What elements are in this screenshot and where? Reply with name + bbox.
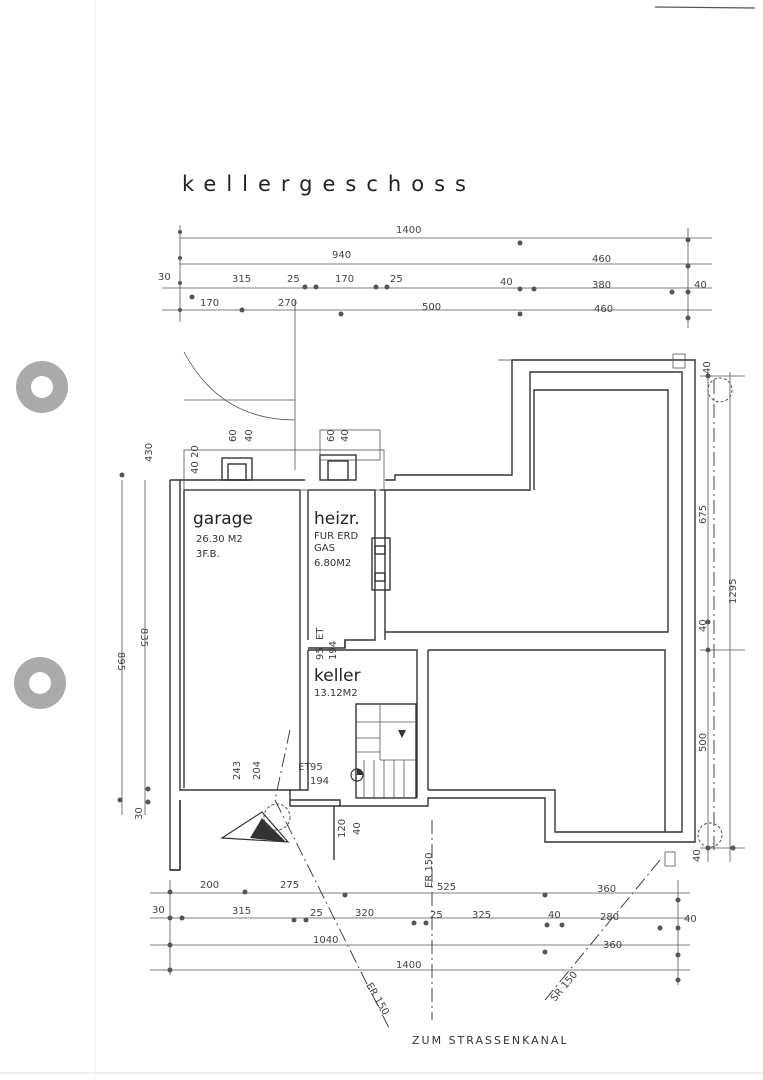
svg-text:40: 40 [340, 429, 351, 442]
dim-top-40b: 40 [694, 280, 707, 291]
building-walls [169, 359, 696, 871]
dim-left-895: 895 [115, 652, 126, 671]
dim-right-500: 500 [698, 733, 709, 752]
dim-left-204: 204 [252, 761, 263, 780]
dim-bottom-315: 315 [232, 906, 251, 917]
dim-bottom-320: 320 [355, 908, 374, 919]
dim-top-940: 940 [332, 250, 351, 261]
dim-top-315: 315 [232, 274, 251, 285]
room-keller-area: 13.12M2 [314, 688, 358, 699]
plan-title: kellergeschoss [182, 172, 476, 196]
bottom-dimensions [150, 880, 690, 985]
dim-left-243: 243 [232, 761, 243, 780]
punch-hole-top-inner [31, 376, 53, 398]
dim-right-40c: 40 [692, 849, 703, 862]
dim-top-460b: 460 [594, 304, 613, 315]
svg-text:40: 40 [190, 461, 201, 474]
svg-text:40: 40 [352, 822, 363, 835]
north-arrow-icon [220, 811, 290, 843]
room-garage-floor: 3F.B. [196, 549, 220, 560]
dim-bottom-360: 360 [597, 884, 616, 895]
svg-text:ET: ET [315, 627, 326, 640]
room-keller-name: keller [314, 666, 361, 686]
pipe-label-er150-a: ER 150 [424, 852, 435, 888]
room-keller: keller 13.12M2 [314, 666, 361, 699]
footer-label: ZUM STRASSENKANAL [412, 1034, 569, 1047]
svg-text:60: 60 [326, 429, 337, 442]
axis-lines [263, 377, 733, 1031]
svg-text:120: 120 [337, 819, 348, 838]
svg-text:194: 194 [328, 641, 339, 660]
dim-bottom-360b: 360 [603, 940, 622, 951]
garage-door-swing [183, 351, 296, 421]
svg-text:95: 95 [310, 762, 323, 773]
room-heizr-area: 6.80M2 [314, 558, 351, 569]
dim-left-430: 430 [144, 443, 155, 462]
dim-top-25a: 25 [287, 274, 300, 285]
top-dimension-labels: 1400 940 460 30 315 25 170 25 40 380 40 … [158, 225, 707, 315]
room-heizr-name: heizr. [314, 509, 360, 529]
dim-bottom-325: 325 [472, 910, 491, 921]
dim-top-380: 380 [592, 280, 611, 291]
svg-text:60: 60 [228, 429, 239, 442]
dim-top-500: 500 [422, 302, 441, 313]
bottom-dimension-labels: 200 275 525 360 30 315 25 320 25 325 40 … [152, 880, 697, 971]
dim-bottom-40b: 40 [684, 914, 697, 925]
scan-line [654, 6, 756, 9]
svg-text:ET: ET [298, 762, 311, 773]
room-heizr: heizr. FUR ERD GAS 6.80M2 [314, 509, 360, 569]
svg-text:40: 40 [244, 429, 255, 442]
pipe-label-er150-b: ER 150 [363, 981, 390, 1017]
punch-hole-bottom-inner [29, 672, 51, 694]
dim-top-270: 270 [278, 298, 297, 309]
dim-top-460: 460 [592, 254, 611, 265]
dim-bottom-30: 30 [152, 905, 165, 916]
dim-top-30: 30 [158, 272, 171, 283]
dim-bottom-525: 525 [437, 882, 456, 893]
room-heizr-line2: GAS [314, 543, 335, 554]
room-garage-name: garage [193, 509, 253, 529]
dim-bottom-25b: 25 [430, 910, 443, 921]
dim-top-170: 170 [335, 274, 354, 285]
dim-left-835: 835 [138, 628, 149, 647]
left-dimensions: 895 835 430 30 243 204 [115, 443, 263, 820]
dim-bottom-200: 200 [200, 880, 219, 891]
svg-text:20: 20 [190, 445, 201, 458]
svg-text:194: 194 [310, 776, 329, 787]
dim-right-1295: 1295 [728, 579, 739, 604]
staircase [350, 703, 417, 799]
dim-bottom-275: 275 [280, 880, 299, 891]
dim-top-40a: 40 [500, 277, 513, 288]
dim-right-675: 675 [698, 505, 709, 524]
room-heizr-line1: FUR ERD [314, 531, 358, 542]
pipe-label-sr150: SR 150 [549, 970, 580, 1004]
dim-bottom-25a: 25 [310, 908, 323, 919]
misc-dimension-labels: 20 40 60 40 60 40 95 ET 194 95 ET 194 12… [190, 429, 363, 838]
dim-right-40a: 40 [702, 361, 713, 374]
dim-bottom-40a: 40 [548, 910, 561, 921]
dim-right-40b: 40 [698, 619, 709, 632]
top-dimensions [162, 225, 712, 328]
dim-left-30: 30 [134, 807, 145, 820]
room-garage: garage 26.30 M2 3F.B. [193, 509, 253, 560]
right-dimensions: 40 675 1295 40 500 40 [692, 361, 745, 862]
vents [183, 353, 686, 867]
dim-bottom-1400: 1400 [396, 960, 421, 971]
svg-text:95: 95 [315, 647, 326, 660]
dim-bottom-280: 280 [600, 912, 619, 923]
dim-top-1400: 1400 [396, 225, 421, 236]
dim-top-170b: 170 [200, 298, 219, 309]
dim-bottom-1040: 1040 [313, 935, 338, 946]
room-garage-area: 26.30 M2 [196, 534, 243, 545]
dim-top-25b: 25 [390, 274, 403, 285]
